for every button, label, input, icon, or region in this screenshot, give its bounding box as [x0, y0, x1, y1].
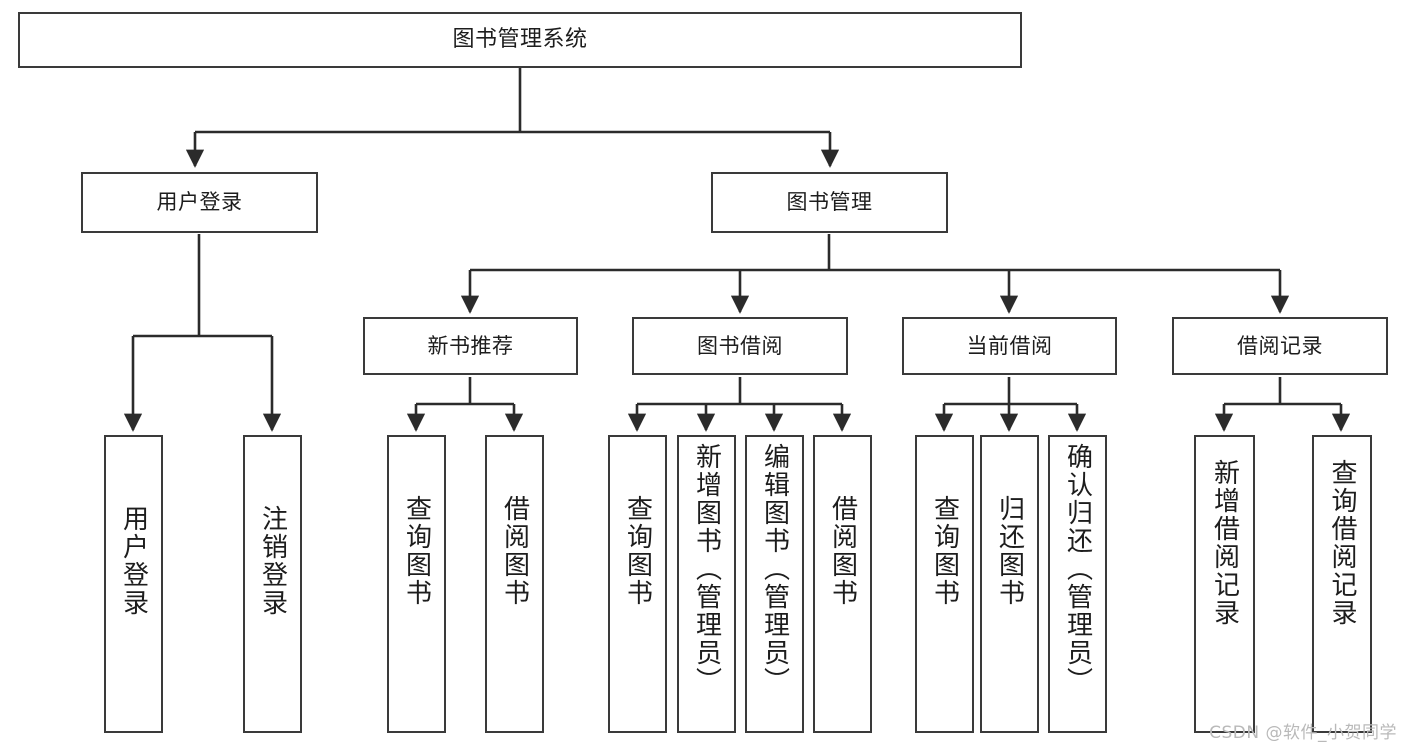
node-label: 新增借阅记录: [1209, 459, 1240, 627]
node-leaf-query-book-1[interactable]: 查询图书: [387, 435, 446, 733]
node-label: 新书推荐: [427, 333, 514, 358]
node-label: 借阅图书: [499, 495, 530, 607]
node-label: 归还图书: [994, 495, 1025, 607]
node-book-management[interactable]: 图书管理: [711, 172, 948, 233]
node-leaf-user-login[interactable]: 用户登录: [104, 435, 163, 733]
node-root-system[interactable]: 图书管理系统: [18, 12, 1022, 68]
node-leaf-borrow-book-2[interactable]: 借阅图书: [813, 435, 872, 733]
node-current-borrow[interactable]: 当前借阅: [902, 317, 1117, 375]
node-label: 用户登录: [156, 190, 243, 215]
node-new-book-recommend[interactable]: 新书推荐: [363, 317, 578, 375]
node-label: 借阅记录: [1237, 333, 1323, 358]
node-leaf-query-book-2[interactable]: 查询图书: [608, 435, 667, 733]
node-user-login[interactable]: 用户登录: [81, 172, 318, 233]
node-leaf-query-book-3[interactable]: 查询图书: [915, 435, 974, 733]
node-label: 当前借阅: [966, 333, 1053, 358]
node-leaf-borrow-book-1[interactable]: 借阅图书: [485, 435, 544, 733]
node-leaf-query-borrow-record[interactable]: 查询借阅记录: [1312, 435, 1372, 733]
node-leaf-add-borrow-record[interactable]: 新增借阅记录: [1194, 435, 1255, 733]
node-borrow-record[interactable]: 借阅记录: [1172, 317, 1388, 375]
node-label: 查询借阅记录: [1327, 459, 1357, 627]
node-label: 编辑图书（管理员）: [759, 443, 790, 695]
node-label: 图书管理: [786, 190, 873, 215]
node-label: 借阅图书: [827, 495, 858, 607]
watermark-text: CSDN @软件_小贺同学: [1209, 723, 1397, 743]
node-leaf-confirm-return-admin[interactable]: 确认归还（管理员）: [1048, 435, 1107, 733]
node-leaf-return-book[interactable]: 归还图书: [980, 435, 1039, 733]
node-label: 图书借阅: [697, 333, 783, 358]
node-label: 查询图书: [622, 495, 653, 607]
node-label: 查询图书: [401, 495, 432, 607]
node-book-borrow[interactable]: 图书借阅: [632, 317, 848, 375]
node-label: 确认归还（管理员）: [1062, 443, 1093, 695]
node-label: 用户登录: [118, 505, 149, 617]
node-label: 图书管理系统: [452, 27, 588, 53]
node-label: 查询图书: [929, 495, 960, 607]
node-leaf-edit-book-admin[interactable]: 编辑图书（管理员）: [745, 435, 804, 733]
node-label: 注销登录: [257, 505, 288, 617]
node-leaf-add-book-admin[interactable]: 新增图书（管理员）: [677, 435, 736, 733]
node-leaf-logout[interactable]: 注销登录: [243, 435, 302, 733]
node-label: 新增图书（管理员）: [691, 443, 722, 695]
